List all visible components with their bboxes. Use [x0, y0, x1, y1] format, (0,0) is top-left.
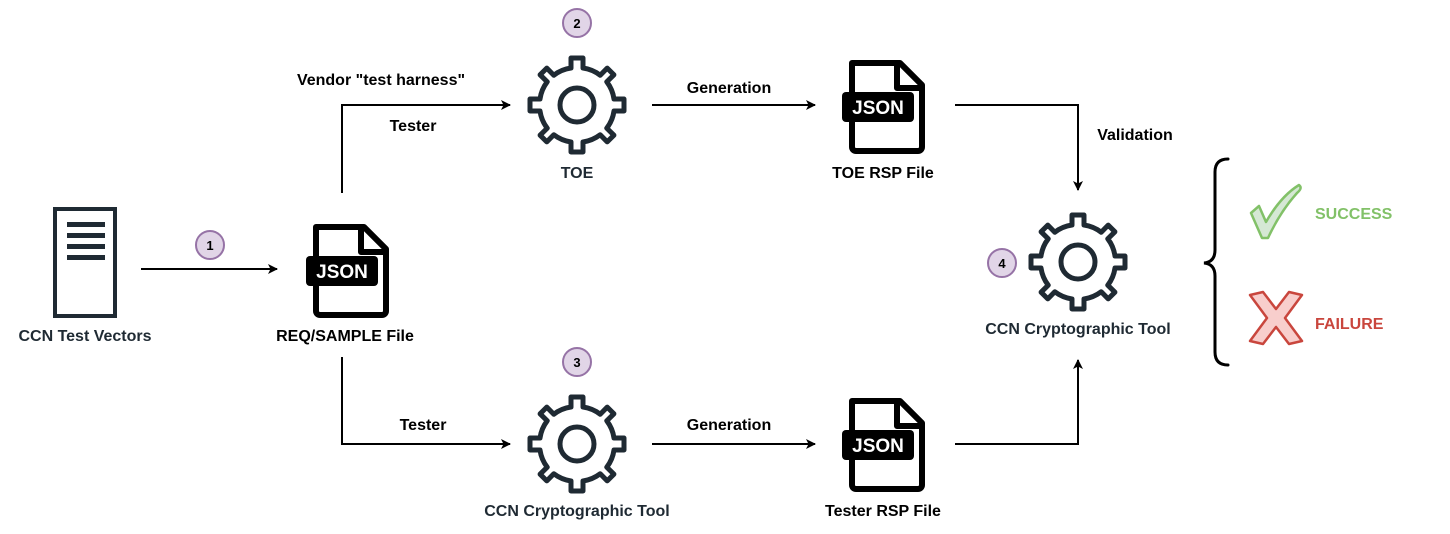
toe-rsp-node: JSON TOE RSP File — [832, 63, 934, 182]
success-label: SUCCESS — [1315, 206, 1393, 223]
gear-icon — [530, 58, 624, 152]
arrow-toe-rsp-to-validator — [955, 104, 1083, 191]
svg-text:1: 1 — [206, 238, 213, 253]
validator-tool-node: CCN Cryptographic Tool — [985, 215, 1171, 338]
svg-text:2: 2 — [573, 16, 580, 31]
test-vectors-node: CCN Test Vectors — [18, 207, 152, 345]
step-badge-2: 2 — [562, 8, 592, 38]
failure-label: FAILURE — [1315, 316, 1384, 333]
edge-label-vendor-harness: Vendor "test harness" — [297, 72, 465, 89]
edge-label-tester-bottom: Tester — [400, 417, 447, 434]
edge-label-generation-top: Generation — [687, 80, 771, 97]
success-result: SUCCESS — [1249, 183, 1393, 240]
edge-label-validation: Validation — [1097, 127, 1173, 144]
toe-label: TOE — [561, 165, 594, 182]
tester-tool-node: CCN Cryptographic Tool — [484, 397, 670, 520]
test-vectors-label: CCN Test Vectors — [18, 328, 151, 345]
tester-rsp-label: Tester RSP File — [825, 503, 941, 520]
tester-rsp-node: JSON Tester RSP File — [825, 401, 941, 520]
document-icon — [53, 207, 117, 318]
toe-node: TOE — [530, 58, 624, 182]
toe-rsp-label: TOE RSP File — [832, 165, 934, 182]
check-icon — [1249, 183, 1302, 240]
json-file-icon: JSON — [306, 227, 386, 315]
arrow-req-to-toe — [341, 100, 511, 193]
curly-brace — [1203, 157, 1230, 367]
json-file-icon: JSON — [842, 63, 922, 151]
step-badge-1: 1 — [195, 230, 225, 260]
edge-label-generation-bottom: Generation — [687, 417, 771, 434]
arrow-tester-rsp-to-validator — [955, 359, 1083, 445]
svg-text:3: 3 — [573, 355, 580, 370]
edge-label-tester-top: Tester — [390, 118, 437, 135]
step-badge-3: 3 — [562, 347, 592, 377]
validator-tool-label: CCN Cryptographic Tool — [985, 321, 1170, 338]
step-badge-4: 4 — [987, 248, 1017, 278]
svg-text:JSON: JSON — [316, 262, 368, 283]
req-file-node: JSON REQ/SAMPLE File — [276, 227, 414, 345]
svg-text:JSON: JSON — [852, 436, 904, 457]
svg-text:JSON: JSON — [852, 98, 904, 119]
arrow-req-to-tester-tool — [341, 357, 511, 449]
req-file-label: REQ/SAMPLE File — [276, 328, 414, 345]
svg-text:4: 4 — [998, 256, 1006, 271]
tester-tool-label: CCN Cryptographic Tool — [484, 503, 669, 520]
connectors — [141, 100, 1083, 449]
gear-icon — [530, 397, 624, 491]
x-icon — [1248, 290, 1304, 346]
json-file-icon: JSON — [842, 401, 922, 489]
failure-result: FAILURE — [1248, 290, 1384, 346]
gear-icon — [1031, 215, 1125, 309]
